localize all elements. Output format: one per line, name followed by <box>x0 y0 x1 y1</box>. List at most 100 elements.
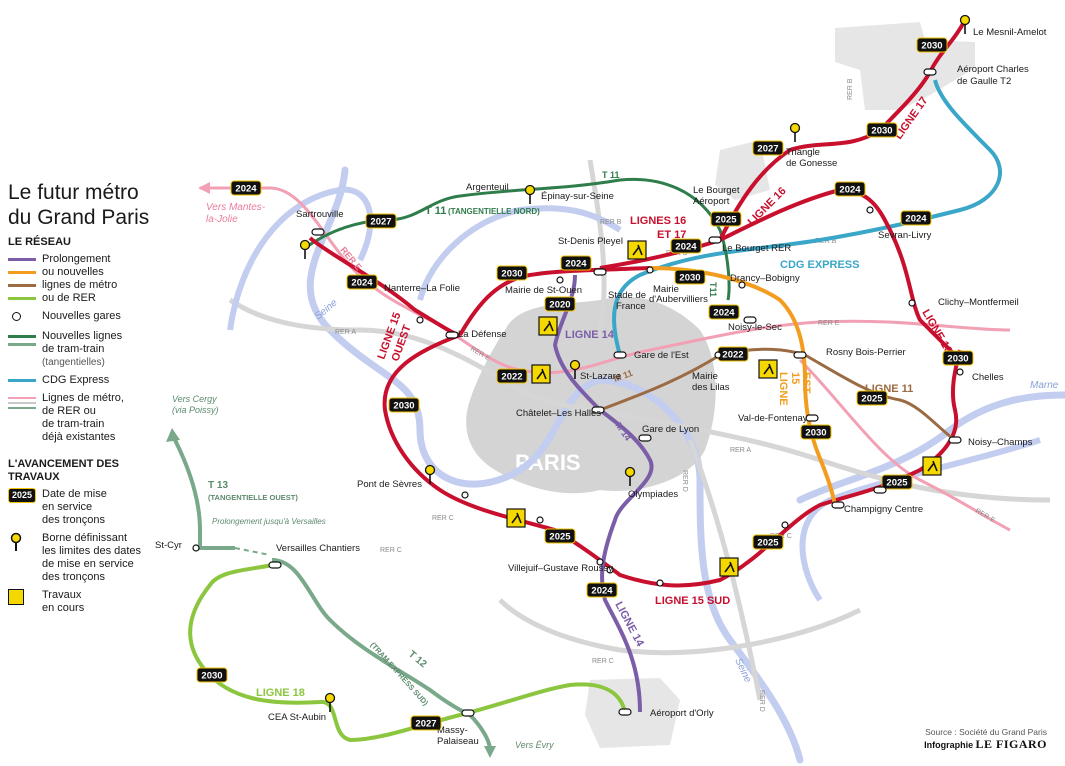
svg-text:2024: 2024 <box>591 586 613 597</box>
station-marker <box>311 228 325 236</box>
station-label: Gare de l'Est <box>634 350 689 361</box>
svg-text:2030: 2030 <box>921 41 942 52</box>
station-marker <box>743 316 757 324</box>
station-label: Le Bourget RER <box>722 243 791 254</box>
river-seine-west: Seine <box>313 297 340 322</box>
station-marker <box>461 709 475 717</box>
svg-text:RER B: RER B <box>600 219 622 226</box>
svg-text:T 11: T 11 <box>425 205 446 217</box>
year-badge: 2024 <box>900 210 932 226</box>
svg-text:RER D: RER D <box>758 690 765 712</box>
year-badge: 2024 <box>560 255 592 271</box>
station-label: Sevran-Livry <box>878 230 932 241</box>
station-label: Villejuif–Gustave Roussy <box>508 563 613 574</box>
station-marker <box>536 516 544 524</box>
station-label: Aéroport <box>693 196 730 207</box>
station-label: Palaiseau <box>437 736 479 747</box>
svg-text:Vers Évry: Vers Évry <box>515 740 554 750</box>
station-marker <box>624 466 636 486</box>
year-badge: 2025 <box>710 211 742 227</box>
station-marker <box>192 544 200 552</box>
station-marker <box>959 14 971 34</box>
station-label: St-Lazare <box>580 371 621 382</box>
svg-text:2022: 2022 <box>722 350 743 361</box>
year-badges: 2024202720242030202420242020203020242024… <box>196 37 974 731</box>
station-marker <box>424 464 436 484</box>
arrow-vers-mantes <box>198 182 210 194</box>
legend-marker: Borne définissant les limites des dates … <box>8 532 158 584</box>
svg-text:LIGNES 16: LIGNES 16 <box>630 215 686 227</box>
station-marker <box>789 122 801 142</box>
svg-text:LIGNE 16: LIGNE 16 <box>919 308 954 356</box>
svg-text:RER E: RER E <box>974 508 996 525</box>
svg-text:2024: 2024 <box>713 308 735 319</box>
legend-progress-heading: L'AVANCEMENT DES TRAVAUX <box>8 458 119 483</box>
year-badge: 2030 <box>866 122 898 138</box>
works-icon <box>719 557 739 577</box>
station-marker <box>638 434 652 442</box>
station-label: Champigny Centre <box>844 504 923 515</box>
svg-text:2030: 2030 <box>871 126 892 137</box>
station-label: Noisy-le-Sec <box>728 322 782 333</box>
station-label: Le Mesnil-Amelot <box>973 27 1047 38</box>
works-icon <box>627 240 647 260</box>
station-marker <box>956 368 964 376</box>
arrow-vers-evry <box>484 746 496 758</box>
cdg-express-line <box>612 79 1002 356</box>
tram-t13-extension <box>234 547 271 556</box>
paris-area <box>466 296 716 494</box>
svg-text:2025: 2025 <box>757 538 779 549</box>
year-badge: 2030 <box>388 397 420 413</box>
station-marker <box>299 239 311 259</box>
svg-text:2025: 2025 <box>715 215 737 226</box>
year-badge: 2024 <box>708 304 740 320</box>
arrow-vers-cergy <box>166 428 180 442</box>
station-label: Le Bourget <box>693 185 740 196</box>
station-label: France <box>616 301 646 312</box>
station-marker <box>656 579 664 587</box>
station-marker <box>596 558 604 566</box>
svg-text:2022: 2022 <box>501 372 522 383</box>
year-badge: 2024 <box>670 238 702 254</box>
year-badge: 2024 <box>230 180 262 196</box>
svg-text:(TANGENTIELLE NORD): (TANGENTIELLE NORD) <box>448 207 540 216</box>
works-icon <box>506 508 526 528</box>
svg-text:15: 15 <box>789 372 801 384</box>
station-marker <box>591 406 605 414</box>
svg-text:EST: EST <box>800 372 812 394</box>
year-badge: 2024 <box>346 274 378 290</box>
legend-works: Travaux en cours <box>8 589 158 615</box>
works-icon <box>8 589 24 605</box>
station-marker <box>708 236 722 244</box>
svg-text:2024: 2024 <box>839 185 861 196</box>
svg-text:RER E: RER E <box>818 320 840 327</box>
svg-text:2030: 2030 <box>201 671 222 682</box>
works-icon <box>538 316 558 336</box>
line-14 <box>552 274 654 713</box>
svg-text:RER A: RER A <box>730 447 751 454</box>
year-badge: 2027 <box>365 213 397 229</box>
line-18-label: LIGNE 18 <box>256 687 305 699</box>
station-marker <box>593 268 607 276</box>
station-label: Mairie <box>653 284 679 295</box>
station-label: Aéroport d'Orly <box>650 708 714 719</box>
legend-tram: Nouvelles lignes de tram-train (tangenti… <box>8 330 158 369</box>
station-label: Sartrouville <box>296 209 344 220</box>
year-badge: 2025 <box>856 390 888 406</box>
credit: Source : Société du Grand Paris Infograp… <box>924 727 1047 751</box>
station-label: Rosny Bois-Perrier <box>826 347 906 358</box>
station-label: CEA St-Aubin <box>268 712 326 723</box>
station-label: Drancy–Bobigny <box>730 273 800 284</box>
legend-new-stations: Nouvelles gares <box>8 310 158 325</box>
legend: Le futur métro du Grand Paris LE RÉSEAU … <box>8 180 158 620</box>
station-marker <box>524 184 536 204</box>
svg-text:2030: 2030 <box>393 401 414 412</box>
svg-text:2025: 2025 <box>549 532 571 543</box>
station-label: Mairie de St-Ouen <box>505 285 582 296</box>
tram-t13-line <box>173 439 235 550</box>
legend-new-lines: Prolongement ou nouvelles lignes de métr… <box>8 253 158 305</box>
svg-text:la-Jolie: la-Jolie <box>206 214 238 225</box>
year-badge: 2027 <box>752 140 784 156</box>
